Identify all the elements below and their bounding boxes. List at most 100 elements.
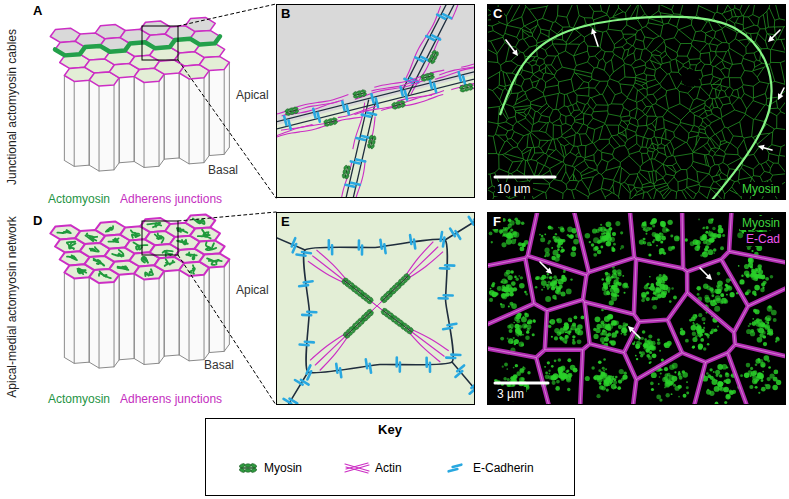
myosin-head <box>428 58 431 63</box>
myosin-spot <box>501 242 506 247</box>
myosin-spot <box>710 238 715 243</box>
myosin-spot <box>501 288 504 291</box>
myosin-spot <box>656 281 661 286</box>
myosin-spot <box>703 322 705 324</box>
myosin-spot <box>697 286 701 290</box>
myosin-spot <box>598 360 602 364</box>
e-cadherin-glyph <box>359 240 362 254</box>
myosin-spot <box>701 317 705 321</box>
myosin-spot <box>660 240 663 243</box>
e-cadherin-bar <box>443 238 444 247</box>
cell-apex <box>185 214 215 228</box>
myosin-spot <box>554 336 558 340</box>
myosin-spot <box>558 227 560 229</box>
myosin-spot <box>559 287 561 289</box>
myosin-spot <box>568 317 573 322</box>
myosin-head <box>424 73 429 77</box>
myosin-spot <box>548 370 550 372</box>
myosin-spot <box>544 248 549 253</box>
medial-actomyosin <box>213 260 219 264</box>
myosin-spot <box>621 328 627 334</box>
e-cadherin-glyph <box>305 365 314 379</box>
myosin-spot <box>544 233 546 235</box>
myosin-spot <box>649 351 652 354</box>
e-cadherin-bar <box>347 106 349 115</box>
myosin-spot <box>572 246 577 251</box>
myosin-spot <box>510 228 513 231</box>
myosin-spot <box>768 366 771 369</box>
myosin-spot <box>506 368 508 370</box>
myosin-spot <box>659 350 661 352</box>
medial-actomyosin <box>147 272 154 275</box>
lateral-membrane <box>134 77 135 162</box>
e-cadherin-bar <box>304 281 313 282</box>
myosin-spot <box>667 220 672 225</box>
myosin-spot <box>604 236 608 240</box>
scale-label: 3 µm <box>495 387 526 401</box>
myosin-spot <box>724 299 728 303</box>
myosin-spot <box>747 289 751 293</box>
myosin-glyph <box>399 321 415 336</box>
myosin-spot <box>635 343 640 348</box>
myosin-spot <box>567 358 571 362</box>
e-cadherin-glyph <box>450 227 460 241</box>
myosin-spot <box>755 363 758 366</box>
myosin-spot <box>489 232 493 236</box>
myosin-spot <box>570 365 576 371</box>
myosin-spot <box>714 306 720 312</box>
myosin-spot <box>507 338 509 340</box>
myosin-spot <box>686 381 688 383</box>
e-cadherin-bar <box>432 35 440 39</box>
myosin-spot <box>491 241 493 243</box>
e-cadherin-bar <box>384 244 385 253</box>
myosin-spot <box>684 238 687 241</box>
myosin-spot <box>619 369 624 374</box>
key-label: Actomyosin <box>48 192 110 206</box>
myosin-spot <box>717 382 722 387</box>
lateral-membrane <box>74 278 75 363</box>
myosin-spot <box>560 337 564 341</box>
myosin-spot <box>702 227 704 229</box>
myosin-spot <box>565 335 568 338</box>
myosin-spot <box>761 321 763 323</box>
myosin-spot <box>656 288 660 292</box>
myosin-head <box>358 94 363 98</box>
lateral-membrane <box>144 279 145 364</box>
e-cadherin-bar <box>295 380 303 385</box>
myosin-head <box>362 92 367 97</box>
cell-sides <box>64 259 229 368</box>
medial-actomyosin <box>67 242 75 248</box>
myosin-spot <box>732 390 736 394</box>
myosin-spot <box>713 371 715 373</box>
legend-icon <box>239 463 257 473</box>
e-cadherin-bar <box>425 358 428 367</box>
medial-actomyosin <box>119 250 124 256</box>
myosin-spot <box>517 335 519 337</box>
myosin-spot <box>621 333 623 335</box>
medial-actomyosin <box>107 228 111 232</box>
e-cadherin-bar <box>434 84 436 93</box>
myosin-spot <box>671 393 673 395</box>
medial-actomyosin <box>189 252 191 256</box>
medial-actomyosin <box>112 254 118 256</box>
myosin-spot <box>521 243 525 247</box>
myosin-spot <box>504 280 508 284</box>
lateral-membrane <box>119 78 120 163</box>
myosin-spot <box>509 288 514 293</box>
myosin-spot <box>515 364 518 367</box>
myosin-spot <box>565 370 568 373</box>
lateral-membrane <box>99 283 100 368</box>
e-cadherin-bar <box>430 79 432 88</box>
medial-actomyosin <box>190 265 194 273</box>
myosin-spot <box>532 333 535 336</box>
myosin-spot <box>567 370 570 373</box>
arrow-shaft <box>781 88 784 95</box>
medial-actomyosin <box>158 233 164 242</box>
myosin-spot <box>636 358 638 360</box>
e-cadherin-glyph <box>469 215 474 229</box>
myosin-spot <box>600 224 602 226</box>
myosin-spot <box>680 328 683 331</box>
actin-filament <box>312 256 347 283</box>
myosin-spot <box>565 335 569 339</box>
myosin-spot <box>682 370 686 374</box>
